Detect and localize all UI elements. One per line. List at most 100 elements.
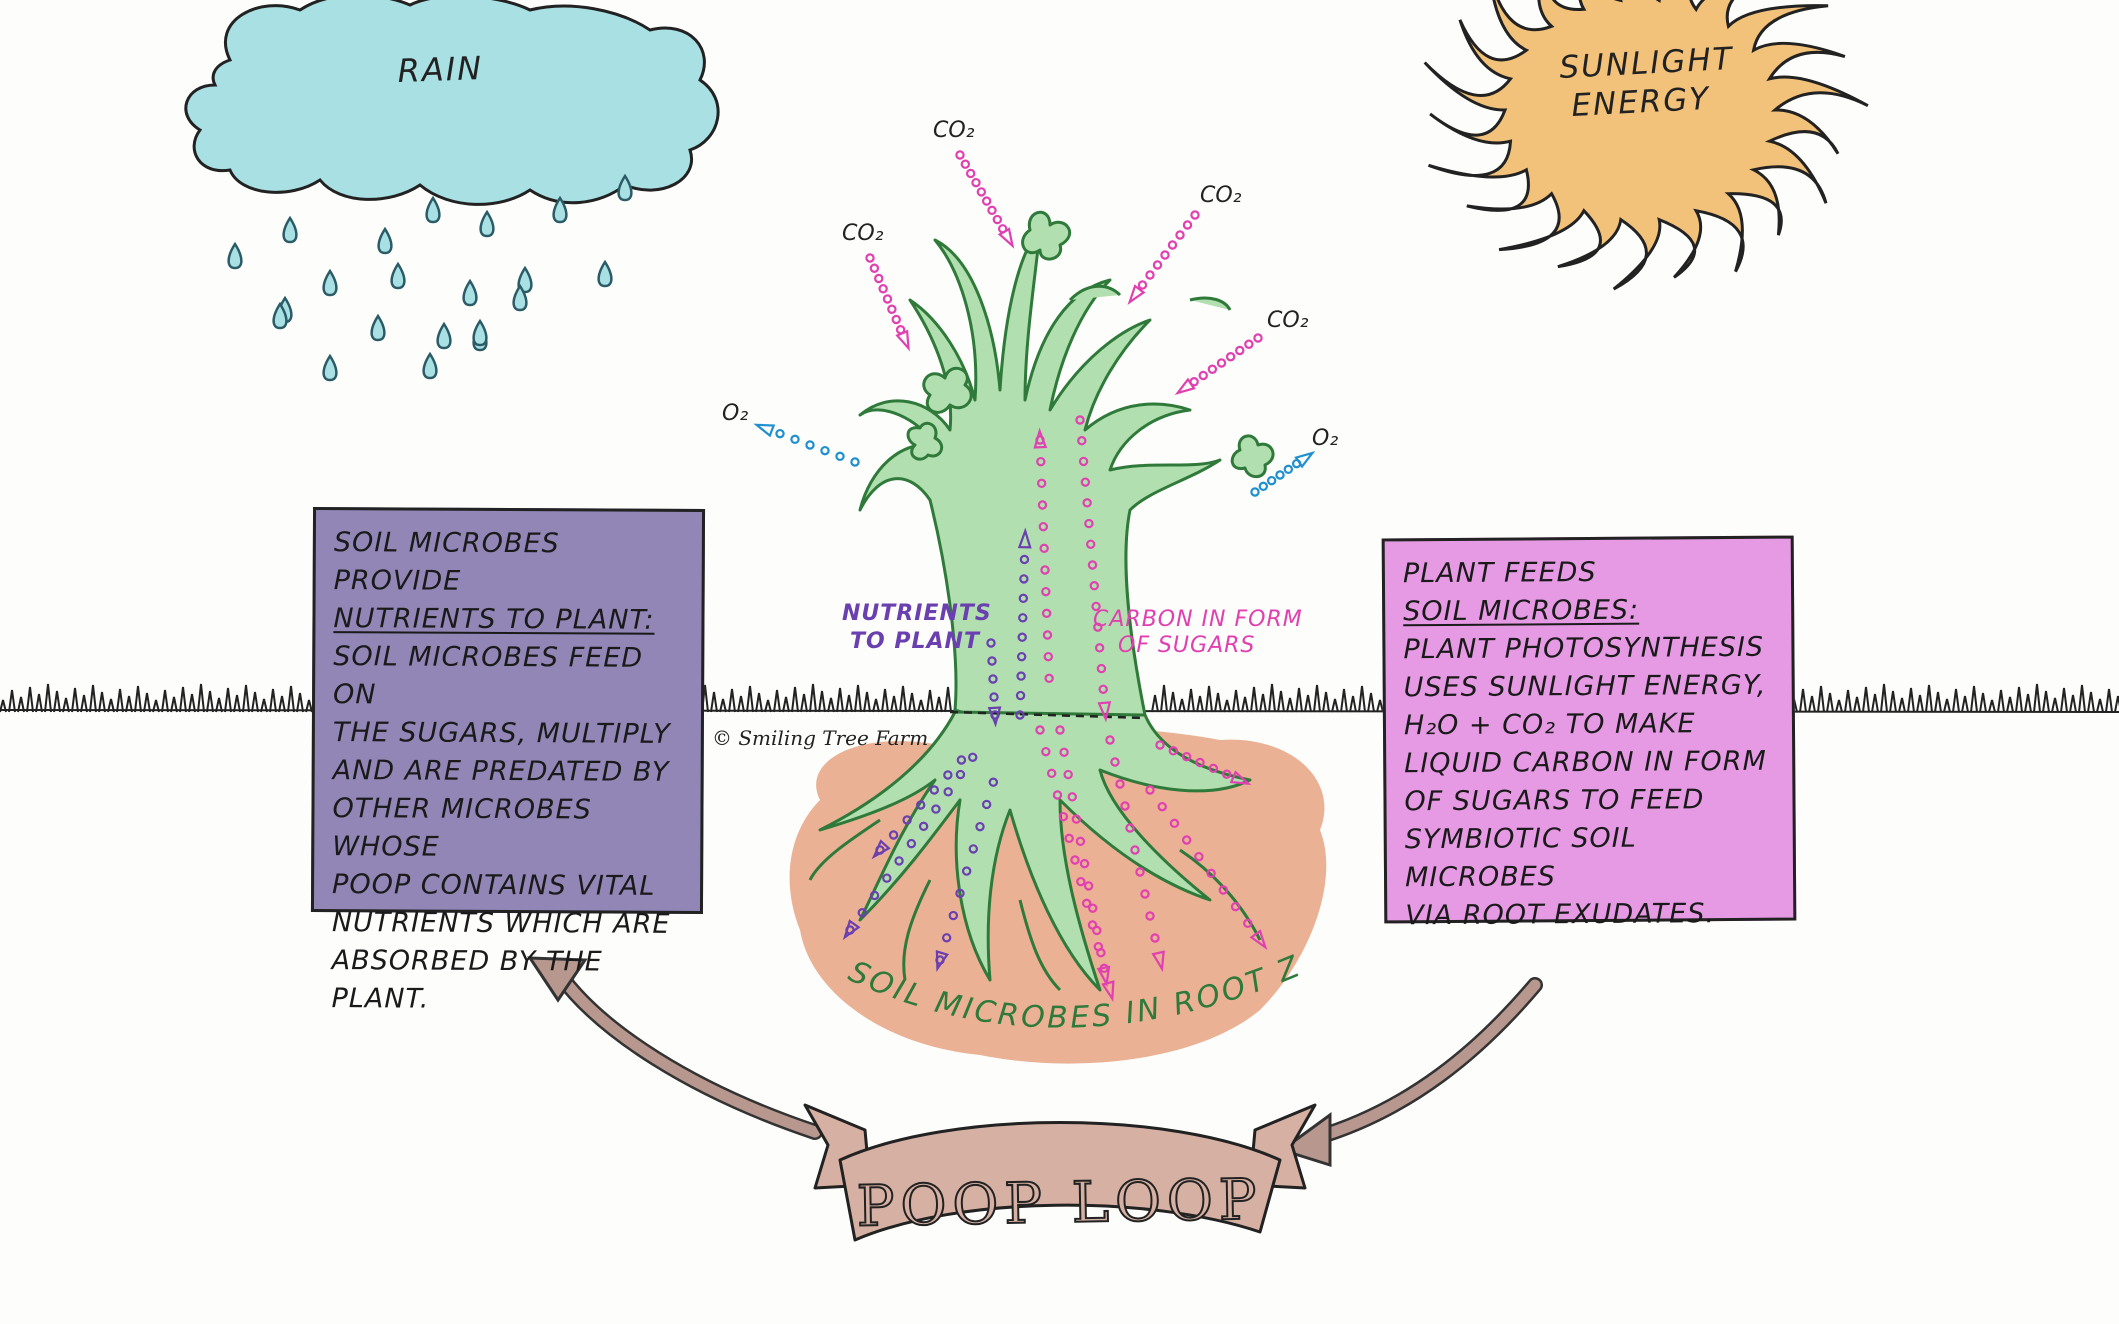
- flow-dot: [1015, 710, 1025, 720]
- flow-dot: [1115, 779, 1125, 789]
- flow-dot: [775, 428, 785, 439]
- left-box-line-1: SOIL MICROBES FEED ON: [332, 641, 644, 711]
- flow-dot: [1198, 370, 1208, 381]
- flow-dot: [865, 253, 875, 263]
- flow-dot: [891, 314, 901, 325]
- flow-dot: [1042, 630, 1053, 640]
- left-box-line-7: ABSORBED BY THE: [331, 945, 603, 978]
- flow-dot: [1137, 280, 1148, 290]
- sugar-root-flow-4: [1145, 785, 1268, 951]
- flow-arrowhead: [1096, 965, 1111, 988]
- flow-dot: [820, 445, 830, 456]
- flow-dot: [902, 815, 912, 825]
- raindrop: [552, 195, 568, 224]
- raindrop: [436, 321, 452, 350]
- flow-dot: [1084, 518, 1094, 529]
- flow-dot: [1140, 889, 1150, 899]
- flow-dot: [968, 844, 979, 854]
- flow-dot: [1078, 456, 1089, 467]
- flow-dot: [1225, 352, 1236, 362]
- flow-dot: [790, 434, 800, 445]
- flow-dot: [1083, 881, 1094, 891]
- flow-dot: [1018, 613, 1028, 623]
- right-box-line-7: VIA ROOT EXUDATES.: [1405, 898, 1716, 932]
- flow-dot: [874, 273, 884, 284]
- right-box-line-4: LIQUID CARBON IN FORM: [1404, 745, 1767, 780]
- o2-outflow-right: [1250, 450, 1316, 497]
- flow-dot: [906, 838, 917, 849]
- raindrop: [462, 278, 478, 307]
- flow-dot: [1243, 918, 1253, 929]
- flow-arrowhead: [1097, 701, 1112, 723]
- nutrient-root-flow-2: [871, 755, 967, 860]
- flow-dot: [929, 785, 939, 795]
- o2-outflow-left: [753, 423, 860, 467]
- poop-loop-banner: [803, 1103, 1317, 1242]
- flow-dot: [857, 908, 867, 918]
- flow-dot: [1041, 746, 1051, 757]
- flow-dot: [1039, 543, 1049, 554]
- raindrop: [472, 318, 488, 347]
- flow-dot: [1075, 415, 1085, 425]
- flow-dot: [1036, 478, 1047, 489]
- flow-dot: [1059, 747, 1069, 757]
- sun: [1423, 0, 1869, 291]
- co2-inflow-2: [865, 253, 910, 352]
- flow-dot: [1046, 768, 1057, 779]
- flow-dot: [955, 150, 965, 160]
- flow-dot: [1082, 498, 1092, 508]
- flow-dot: [882, 294, 893, 304]
- credit-text: © Smiling Tree Farm: [712, 726, 928, 750]
- flow-dot: [1052, 790, 1063, 800]
- left-box-line-8: PLANT.: [331, 983, 430, 1015]
- flow-dot: [1091, 601, 1101, 612]
- flow-dot: [955, 769, 966, 780]
- flow-dot: [961, 866, 972, 876]
- nutrients-label-line1: NUTRIENTS: [842, 601, 992, 626]
- flow-dot: [1055, 725, 1065, 735]
- rain-cloud: [184, 0, 720, 206]
- flow-dot: [1235, 345, 1245, 356]
- flow-dot: [1063, 769, 1073, 780]
- flow-dot: [1040, 565, 1050, 575]
- flow-dot: [1075, 836, 1086, 847]
- flow-dot: [894, 856, 904, 866]
- flow-dot: [948, 910, 959, 921]
- flow-dot: [1195, 757, 1205, 768]
- flow-dot: [1283, 464, 1294, 475]
- flow-dot: [1017, 632, 1027, 642]
- flow-dot: [1018, 593, 1029, 604]
- flow-dot: [1181, 835, 1192, 845]
- flow-dot: [1150, 933, 1160, 943]
- right-box-line-1: PLANT PHOTOSYNTHESIS: [1403, 631, 1765, 666]
- flow-dot: [988, 777, 999, 787]
- loop-arrow-left-head: [527, 956, 588, 1003]
- flow-dot: [1076, 876, 1086, 887]
- flow-dot: [882, 873, 892, 883]
- flow-dot: [1077, 436, 1087, 446]
- sugar-downflow-2: [1033, 427, 1054, 684]
- flow-dot: [1015, 690, 1026, 701]
- flow-dot: [981, 799, 992, 810]
- nutrient-root-flow-1: [842, 752, 978, 941]
- flow-dot: [1070, 855, 1080, 865]
- flow-dot: [1044, 673, 1054, 684]
- flow-arrowhead: [1033, 427, 1048, 449]
- flow-dot: [1064, 833, 1074, 844]
- flow-dot: [878, 284, 888, 294]
- left-box-line-6: NUTRIENTS WHICH ARE: [331, 907, 671, 940]
- flow-dot: [1098, 684, 1108, 694]
- o2-label-left: O₂: [722, 401, 748, 426]
- carbon-label-line2: OF SUGARS: [1118, 633, 1255, 658]
- co2-label-3: CO₂: [1200, 183, 1242, 208]
- co2-inflow-3: [1127, 210, 1200, 305]
- flow-dot: [965, 168, 976, 179]
- left-box-heading: SOIL MICROBES PROVIDE: [333, 527, 560, 597]
- flow-arrowhead: [1127, 284, 1146, 305]
- flow-arrowhead: [1151, 950, 1165, 973]
- co2-label-1: CO₂: [933, 118, 975, 143]
- flow-arrowhead: [871, 839, 891, 860]
- flow-dot: [1019, 554, 1030, 565]
- nutrient-upflow-2: [986, 638, 1002, 728]
- raindrops: [227, 173, 633, 382]
